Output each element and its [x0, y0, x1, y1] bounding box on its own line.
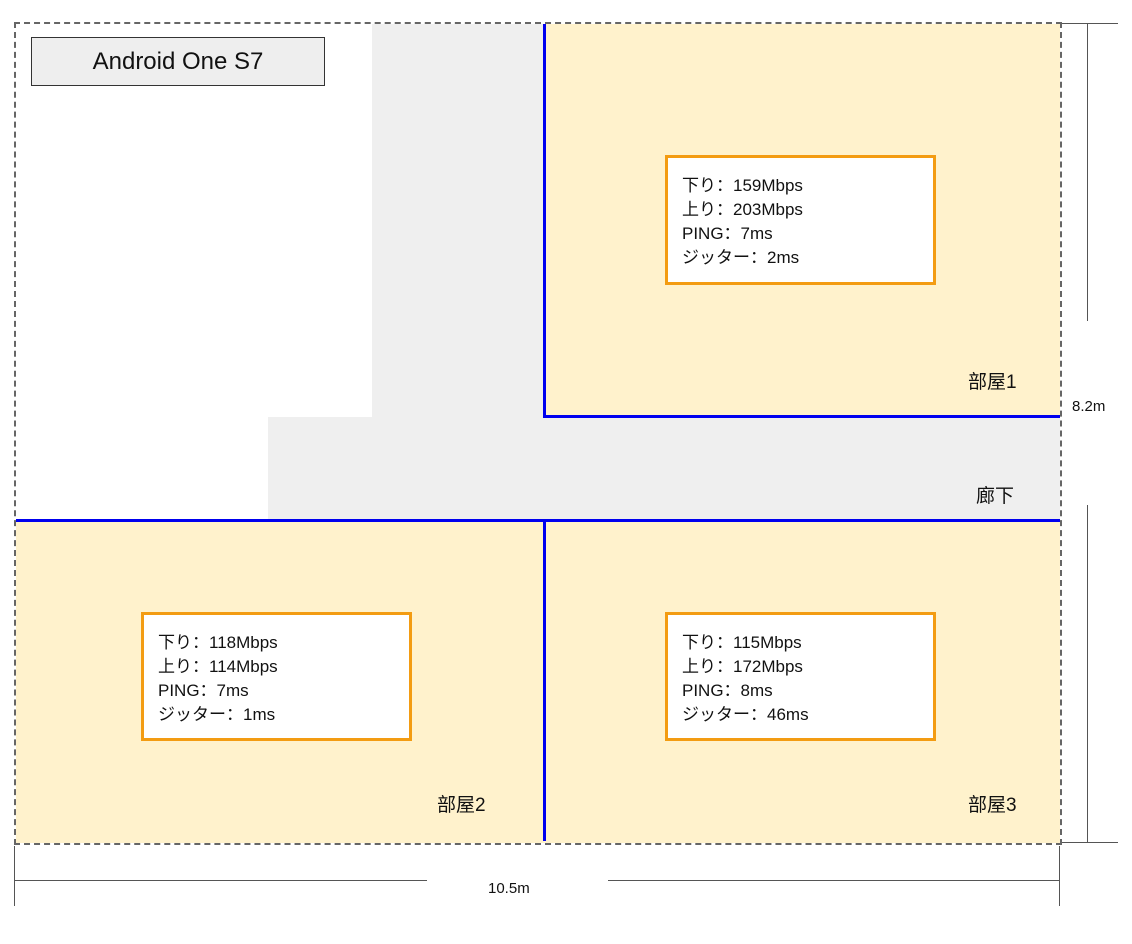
room-2-jitter: ジッター：1ms	[158, 705, 276, 724]
corridor-vertical	[372, 24, 544, 417]
site-boundary	[14, 22, 1062, 845]
room-1-download: 下り：159Mbps	[682, 176, 803, 195]
room-3-ping: PING：8ms	[682, 681, 773, 700]
room-1-stats: 下り：159Mbps 上り：203Mbps PING：7ms ジッター：2ms	[665, 155, 936, 285]
width-dim-line-left	[14, 880, 427, 881]
width-dimension: 10.5m	[488, 880, 530, 897]
wall-room2-room3-divider	[543, 521, 546, 841]
corridor-name: 廊下	[976, 486, 1015, 507]
wall-corridor-bottom	[16, 519, 1060, 522]
height-dim-line-lower	[1087, 505, 1088, 843]
width-dim-tick-left	[14, 846, 15, 906]
height-dim-tick-bottom	[1062, 842, 1118, 843]
device-title: Android One S7	[31, 37, 325, 86]
room-3-download: 下り：115Mbps	[682, 633, 802, 652]
room-3-stats: 下り：115Mbps 上り：172Mbps PING：8ms ジッター：46ms	[665, 612, 936, 741]
wall-room1-bottom	[543, 415, 1060, 418]
room-2-name: 部屋2	[437, 795, 486, 816]
room-2-upload: 上り：114Mbps	[158, 657, 278, 676]
room-2-stats: 下り：118Mbps 上り：114Mbps PING：7ms ジッター：1ms	[141, 612, 412, 741]
height-dim-line-upper	[1087, 23, 1088, 321]
room-2-ping: PING：7ms	[158, 681, 249, 700]
height-dimension: 8.2m	[1072, 398, 1106, 415]
room-2-download: 下り：118Mbps	[158, 633, 278, 652]
room-3-jitter: ジッター：46ms	[682, 705, 809, 724]
room-3-upload: 上り：172Mbps	[682, 657, 803, 676]
room-1-ping: PING：7ms	[682, 224, 773, 243]
room-3-name: 部屋3	[968, 795, 1017, 816]
corridor-horizontal	[268, 417, 1060, 521]
width-dim-line-right	[608, 880, 1060, 881]
room-1-name: 部屋1	[968, 372, 1017, 393]
wall-room1-left	[543, 24, 546, 418]
room-1-jitter: ジッター：2ms	[682, 248, 800, 267]
width-dim-tick-right	[1059, 846, 1060, 906]
room-1-upload: 上り：203Mbps	[682, 200, 803, 219]
height-dim-tick-top	[1062, 23, 1118, 24]
